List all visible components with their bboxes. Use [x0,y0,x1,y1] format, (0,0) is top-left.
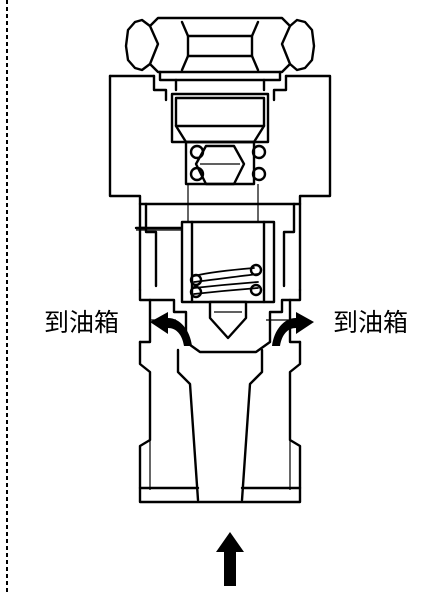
left-flow-arrow [150,312,192,346]
spring-chamber [180,184,276,304]
spring-end-coil [249,263,263,277]
poppet-seat-assembly [184,140,267,186]
compression-spring [189,263,263,299]
spring-end-coil [189,285,203,299]
right-outlet-label: 到油箱 [333,308,408,337]
guide-block [170,92,270,144]
spring-end-coil [189,273,203,287]
seat-ball [251,144,267,160]
nut-stem [158,70,282,92]
seat-ball [251,166,267,182]
spring-end-coil [249,283,263,297]
inlet-body [138,340,302,504]
left-outlet-label: 到油箱 [44,308,119,337]
seat-ball [189,166,205,182]
valve-body-lower [134,202,302,292]
right-flow-arrow [272,312,314,346]
seat-ball [189,144,205,160]
piston-tip [208,300,248,340]
inlet-flow-arrow [216,532,244,586]
hex-nut [124,16,316,74]
